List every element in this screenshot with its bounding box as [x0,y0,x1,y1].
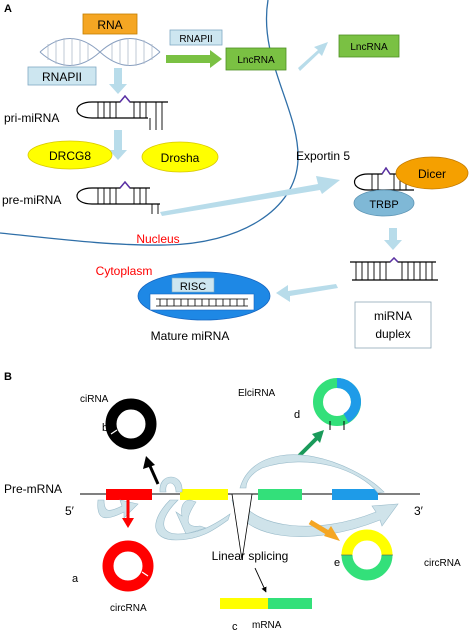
trbp-label: TRBP [369,199,398,211]
panel-b-label: B [4,371,12,383]
rnapii-right-label: RNAPII [179,34,212,45]
pre-mrna-label: Pre-mRNA [4,482,62,496]
lncrna-box-2 [338,34,400,58]
mrna-label: mRNA [252,620,282,631]
circrna-ring-a [102,540,154,592]
down-arrow-duplex [384,228,402,250]
five-prime-label: 5′ [65,504,75,518]
linear-splicing-label: Linear splicing [212,549,289,563]
elcirna-label: ElciRNA [238,388,276,399]
exon-blue [332,489,378,500]
risc-box [171,277,215,293]
dicer-ellipse [395,156,469,190]
pri-mirna-hairpin [76,94,168,130]
rnapii-box-left [27,66,97,86]
linear-splicing-funnel [231,493,253,561]
circrna-label-e: circRNA [424,558,461,569]
linear-splicing-arrow [254,567,267,593]
cirna-label: ciRNA [80,394,109,405]
green-arrow-lncrna [166,50,222,68]
mrna-yellow [220,598,268,609]
black-arrow-b [143,456,160,485]
orange-arrow-e [308,519,340,541]
rnapii-box-right [169,29,223,46]
elcirna-ring [313,378,362,430]
panel-b: B ciRNA b ElciRNA d Pre-mRNA 5′ 3′ [4,371,461,632]
panel-a-label: A [4,3,12,15]
letter-e: e [334,557,340,569]
lncrna-box-1 [225,47,287,71]
down-arrow-2 [109,130,127,160]
drcg8-ellipse [27,140,113,170]
letter-c: c [232,621,238,632]
down-arrow-1 [109,68,127,94]
dna-helix [39,38,161,66]
letter-a: a [72,573,79,585]
letter-d: d [294,409,300,421]
circrna-ring-e [341,529,393,581]
three-prime-label: 3′ [414,504,424,518]
lncrna-label-1: LncRNA [237,55,275,66]
panel-a: A RNA RNAPII RNAPII LncRNA LncRNA [0,0,469,349]
duplex-box [354,301,432,349]
drosha-label: Drosha [161,151,200,165]
mrna-green [268,598,312,609]
circrna-gap-a [141,571,149,577]
pre-mirna-label: pre-miRNA [2,193,61,207]
risc-duplex-lines [156,298,248,307]
nucleus-membrane [0,0,299,246]
letter-b: b [102,422,108,434]
rna-label: RNA [97,18,122,32]
pri-mirna-label: pri-miRNA [4,111,59,125]
mature-mirna-label: Mature miRNA [151,329,230,343]
mirna-duplex-graphic [350,257,438,281]
nucleus-label: Nucleus [136,232,179,246]
drosha-ellipse [141,141,219,173]
export-arrow-lncrna [298,42,328,71]
cirna-ring [105,398,157,450]
cirna-gap [110,429,118,435]
cytoplasm-label: Cytoplasm [96,264,153,278]
risc-label: RISC [180,281,206,293]
red-arrow-a [122,500,134,528]
drcg8-label: DRCG8 [49,149,91,163]
duplex-line2: duplex [375,327,410,341]
exon-yellow [180,489,228,500]
splicing-arcs [97,454,399,541]
trbp-ellipse [353,189,415,217]
dicer-label: Dicer [418,167,446,181]
export-arrow-premirna [160,176,340,216]
rna-box [82,13,138,35]
exportin-label: Exportin 5 [296,149,350,163]
pre-mirna-hairpin [76,180,160,214]
lncrna-label-2: LncRNA [350,42,388,53]
duplex-line1: miRNA [374,309,412,323]
exon-red [106,489,152,500]
left-arrow-risc [276,284,338,302]
circrna-label-a: circRNA [110,603,147,614]
rnapii-left-label: RNAPII [42,70,82,84]
exon-green [258,489,302,500]
